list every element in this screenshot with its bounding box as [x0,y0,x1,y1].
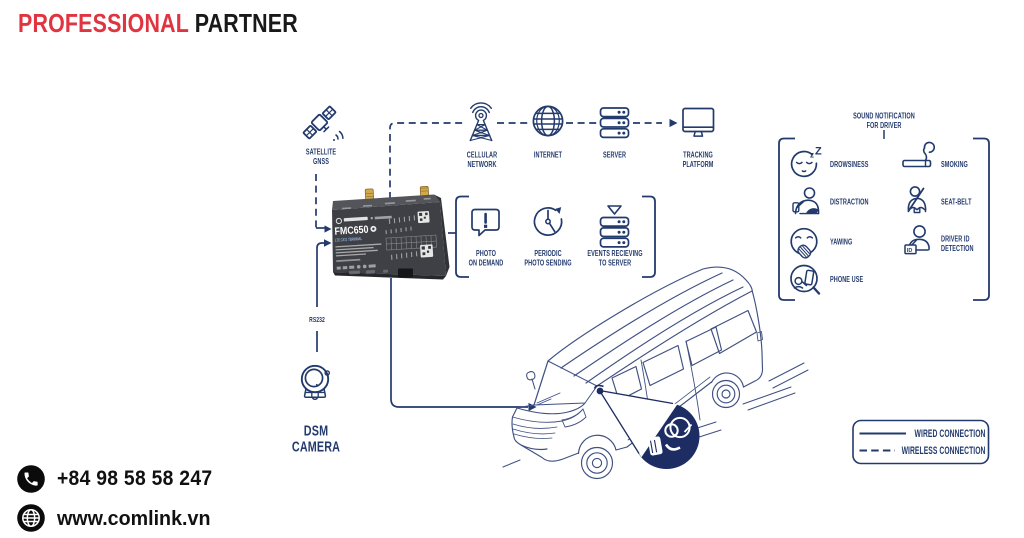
svg-text:z: z [810,151,814,160]
svg-text:DROWSINESS: DROWSINESS [830,160,869,169]
svg-text:SMOKING: SMOKING [941,160,968,169]
svg-text:SEAT-BELT: SEAT-BELT [941,197,972,206]
svg-text:YAWING: YAWING [830,237,853,246]
svg-text:DISTRACTION: DISTRACTION [830,197,869,206]
svg-text:WIRED CONNECTION: WIRED CONNECTION [915,427,986,439]
svg-text:LTE CAT1 TERMINAL: LTE CAT1 TERMINAL [335,236,362,243]
svg-text:Z: Z [815,146,822,158]
svg-text:PHONE USE: PHONE USE [830,275,863,284]
svg-text:ID: ID [907,248,913,254]
svg-text:WIRELESS CONNECTION: WIRELESS CONNECTION [902,444,986,456]
svg-text:SERVER: SERVER [603,150,626,159]
svg-text:RS232: RS232 [309,316,325,324]
svg-text:FMC650: FMC650 [334,224,369,238]
svg-text:INTERNET: INTERNET [534,150,563,159]
